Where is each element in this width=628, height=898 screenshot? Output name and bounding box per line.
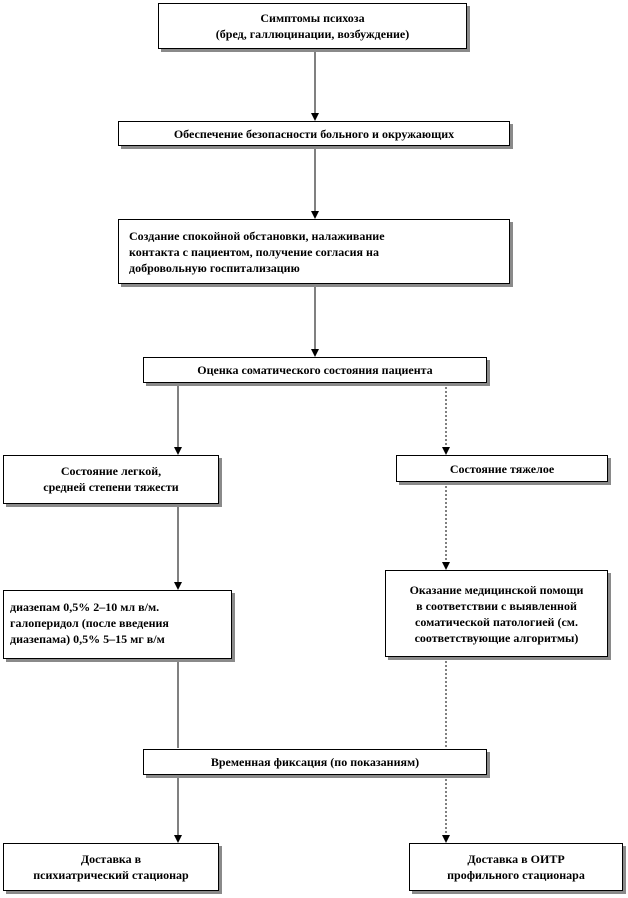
node-severe-line-1: Состояние тяжелое bbox=[449, 462, 555, 476]
node-psych-line-2: психиатрический стационар bbox=[33, 868, 189, 882]
node-assessment-line-1: Оценка соматического состояния пациента bbox=[197, 363, 433, 377]
node-contact-line-1: Создание спокойной обстановки, налаживан… bbox=[129, 229, 385, 243]
node-drugs-line-3: диазепама) 0,5% 5–15 мг в/м bbox=[10, 632, 165, 646]
node-assessment: Оценка соматического состояния пациента bbox=[143, 357, 487, 383]
node-care-line-2: в соответствии с выявленной bbox=[416, 599, 577, 613]
node-contact: Создание спокойной обстановки, налаживан… bbox=[118, 219, 510, 284]
node-mild: Состояние легкой, средней степени тяжест… bbox=[3, 455, 219, 504]
node-psych-line-1: Доставка в bbox=[80, 852, 142, 866]
node-fixation: Временная фиксация (по показаниям) bbox=[143, 749, 487, 775]
node-drugs-line-1: диазепам 0,5% 2–10 мл в/м. bbox=[10, 600, 160, 614]
node-icu: Доставка в ОИТР профильного стационара bbox=[409, 843, 623, 891]
node-drugs-line-2: галоперидол (после введения bbox=[10, 616, 169, 630]
node-drugs: диазепам 0,5% 2–10 мл в/м. галоперидол (… bbox=[3, 590, 232, 659]
node-care-line-4: соответствующие алгоритмы) bbox=[414, 631, 579, 645]
node-icu-line-2: профильного стационара bbox=[447, 868, 585, 882]
node-care-line-1: Оказание медицинской помощи bbox=[409, 583, 584, 597]
node-icu-line-1: Доставка в ОИТР bbox=[467, 852, 565, 866]
node-psych: Доставка в психиатрический стационар bbox=[3, 843, 219, 891]
node-symptoms-line-2: (бред, галлюцинации, возбуждение) bbox=[215, 27, 410, 41]
node-mild-line-2: средней степени тяжести bbox=[43, 480, 179, 494]
node-safety: Обеспечение безопасности больного и окру… bbox=[118, 121, 510, 146]
node-symptoms-line-1: Симптомы психоза bbox=[260, 11, 365, 25]
node-care-line-3: соматической патологией (см. bbox=[415, 615, 578, 629]
node-contact-line-2: контакта с пациентом, получение согласия… bbox=[129, 245, 379, 259]
node-symptoms: Симптомы психоза (бред, галлюцинации, во… bbox=[158, 3, 467, 49]
node-care: Оказание медицинской помощи в соответств… bbox=[385, 570, 608, 657]
node-contact-line-3: добровольную госпитализацию bbox=[129, 261, 300, 275]
node-safety-line-1: Обеспечение безопасности больного и окру… bbox=[173, 127, 455, 141]
node-severe: Состояние тяжелое bbox=[396, 455, 608, 482]
node-mild-line-1: Состояние легкой, bbox=[60, 464, 162, 478]
node-fixation-line-1: Временная фиксация (по показаниям) bbox=[210, 755, 420, 769]
